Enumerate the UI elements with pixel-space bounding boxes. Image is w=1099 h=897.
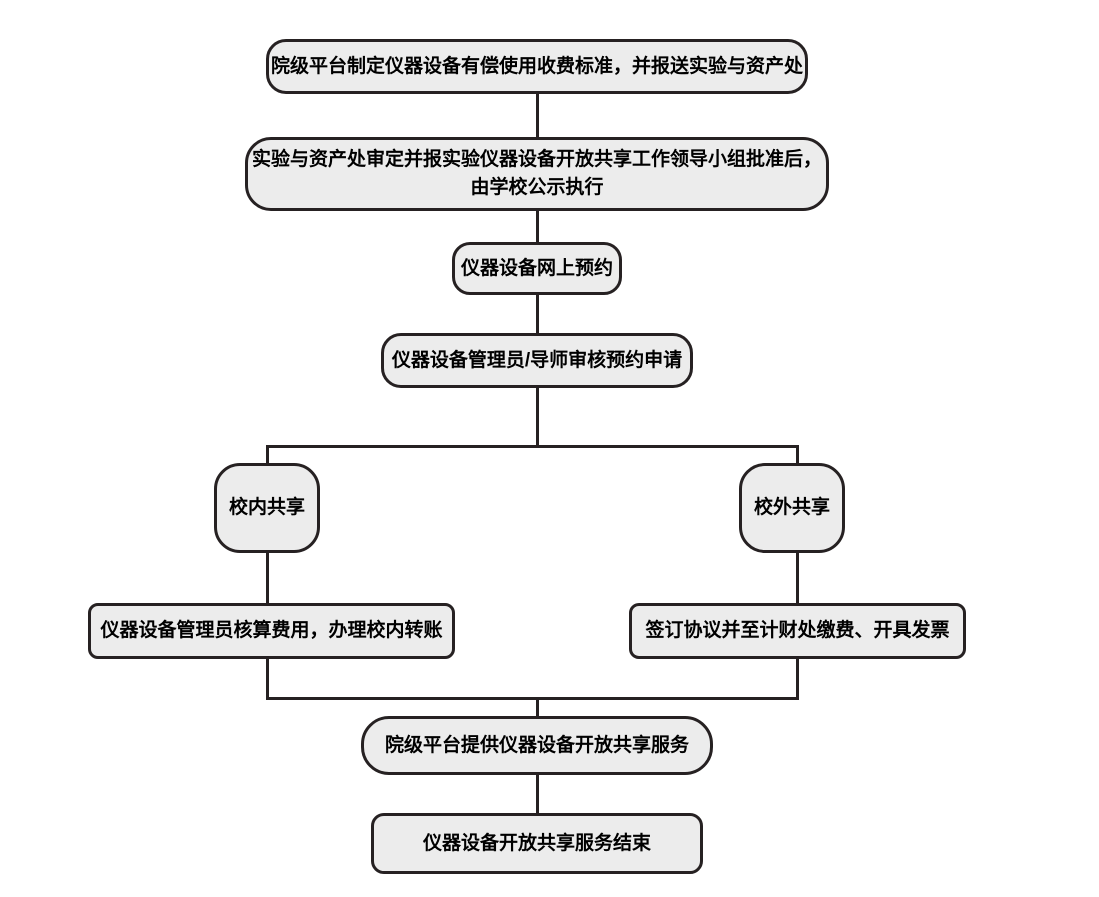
node-internal-share: 校内共享: [214, 463, 320, 553]
edge-review-booking-line: [536, 211, 539, 242]
edge-merge-stem-line: [536, 697, 539, 716]
node-external-settle: 签订协议并至计财处缴费、开具发票: [629, 603, 966, 659]
edge-internal-settle-line: [266, 553, 269, 603]
edge-merge-left-drop-line: [266, 659, 269, 700]
edge-branch-stem-line: [536, 388, 539, 448]
edge-merge-right-drop-line: [796, 659, 799, 700]
edge-setfee-review-line: [536, 94, 539, 137]
node-service-end: 仪器设备开放共享服务结束: [371, 813, 703, 874]
edge-branch-right-drop-line: [796, 445, 799, 463]
edge-branch-horizontal-line: [266, 445, 799, 448]
node-internal-settle: 仪器设备管理员核算费用，办理校内转账: [88, 603, 455, 659]
edge-branch-left-drop-line: [266, 445, 269, 463]
node-review-publish: 实验与资产处审定并报实验仪器设备开放共享工作领导小组批准后， 由学校公示执行: [245, 137, 829, 211]
node-set-fee: 院级平台制定仪器设备有偿使用收费标准，并报送实验与资产处: [266, 39, 808, 94]
node-review-booking: 仪器设备管理员/导师审核预约申请: [381, 333, 693, 388]
edge-merge-horizontal-line: [266, 697, 799, 700]
node-online-booking: 仪器设备网上预约: [452, 242, 622, 295]
node-external-share: 校外共享: [739, 463, 845, 553]
edge-booking-reviewbooking-line: [536, 295, 539, 333]
edge-external-settle-line: [796, 553, 799, 603]
edge-provide-end-line: [536, 775, 539, 813]
node-provide-service: 院级平台提供仪器设备开放共享服务: [361, 716, 713, 775]
